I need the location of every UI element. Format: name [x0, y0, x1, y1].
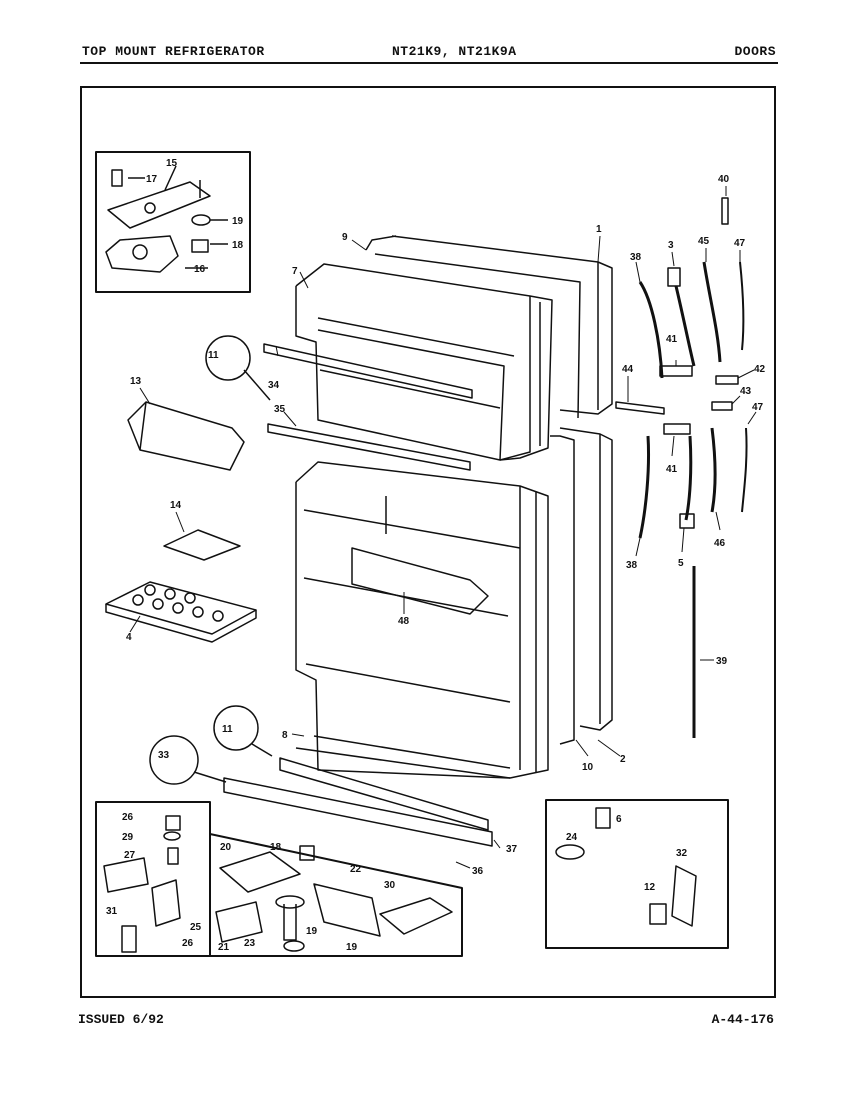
callout-41-upper: 41 — [666, 334, 678, 345]
callout-47-top: 47 — [734, 238, 746, 249]
callout-6: 6 — [616, 814, 622, 825]
callout-47-bottom: 47 — [752, 402, 764, 413]
callout-13: 13 — [130, 376, 142, 387]
callout-14: 14 — [170, 500, 182, 511]
callout-17: 17 — [146, 174, 158, 185]
header-title: TOP MOUNT REFRIGERATOR — [82, 44, 265, 59]
callout-30: 30 — [384, 880, 396, 891]
callout-20: 20 — [220, 842, 232, 853]
callout-23: 23 — [244, 938, 256, 949]
fresh-food-door-assembly — [295, 427, 613, 779]
callout-21: 21 — [218, 942, 230, 953]
callout-48: 48 — [398, 616, 410, 627]
callout-2: 2 — [620, 754, 626, 765]
trim-bar-lower — [223, 757, 493, 847]
freezer-door-assembly — [295, 235, 613, 461]
callout-38-bottom: 38 — [626, 560, 638, 571]
callout-19-top: 19 — [232, 216, 244, 227]
callout-40: 40 — [718, 174, 730, 185]
callout-4: 4 — [126, 632, 132, 643]
callout-31: 31 — [106, 906, 118, 917]
footer-code: A-44-176 — [711, 1012, 774, 1027]
callout-19-bottom: 19 — [346, 942, 358, 953]
part-egg-tray — [105, 581, 257, 643]
callout-44: 44 — [622, 364, 634, 375]
callout-15: 15 — [166, 158, 178, 169]
callout-29: 29 — [122, 832, 134, 843]
callout-38-top: 38 — [630, 252, 642, 263]
callout-37: 37 — [506, 844, 518, 855]
trim-bars-upper — [263, 343, 473, 471]
callout-10: 10 — [582, 762, 594, 773]
callout-42: 42 — [754, 364, 766, 375]
callout-33: 33 — [158, 750, 170, 761]
callout-18-bottom: 18 — [270, 842, 282, 853]
callout-43: 43 — [740, 386, 752, 397]
part-dairy-door — [127, 401, 245, 471]
callout-12: 12 — [644, 882, 656, 893]
diagram-frame — [80, 86, 776, 998]
callout-26-top: 26 — [122, 812, 134, 823]
callout-3: 3 — [668, 240, 674, 251]
callout-46: 46 — [714, 538, 726, 549]
callout-36: 36 — [472, 866, 484, 877]
callout-24: 24 — [566, 832, 578, 843]
detail-circles — [149, 335, 273, 785]
header-section: DOORS — [734, 44, 776, 59]
callout-16: 16 — [194, 264, 206, 275]
callout-9: 9 — [342, 232, 348, 243]
callout-labels: 1 2 3 4 5 6 7 8 9 10 11 11 12 13 14 15 1… — [106, 158, 766, 953]
right-hinge-parts — [615, 197, 748, 738]
callout-25: 25 — [190, 922, 202, 933]
callout-34: 34 — [268, 380, 280, 391]
callout-32: 32 — [676, 848, 688, 859]
callout-11-lower: 11 — [222, 724, 233, 735]
callout-35: 35 — [274, 404, 286, 415]
callout-45: 45 — [698, 236, 710, 247]
callout-18-top: 18 — [232, 240, 244, 251]
callout-11-upper: 11 — [208, 350, 219, 361]
callout-7: 7 — [292, 266, 298, 277]
callout-22: 22 — [350, 864, 362, 875]
callout-39: 39 — [716, 656, 728, 667]
inset-bottom-middle — [209, 833, 463, 957]
header-model-numbers: NT21K9, NT21K9A — [392, 44, 517, 59]
callout-26-bottom: 26 — [182, 938, 194, 949]
callout-27: 27 — [124, 850, 136, 861]
callout-19-mid: 19 — [306, 926, 318, 937]
inset-top-hinge — [95, 151, 251, 293]
part-tray — [163, 529, 241, 561]
header-rule — [80, 62, 778, 64]
callout-8: 8 — [282, 730, 288, 741]
leader-lines — [129, 186, 757, 869]
footer-issued: ISSUED 6/92 — [78, 1012, 164, 1027]
callout-5: 5 — [678, 558, 684, 569]
callout-1: 1 — [596, 224, 602, 235]
inset-bottom-right — [545, 799, 729, 949]
callout-41-lower: 41 — [666, 464, 678, 475]
